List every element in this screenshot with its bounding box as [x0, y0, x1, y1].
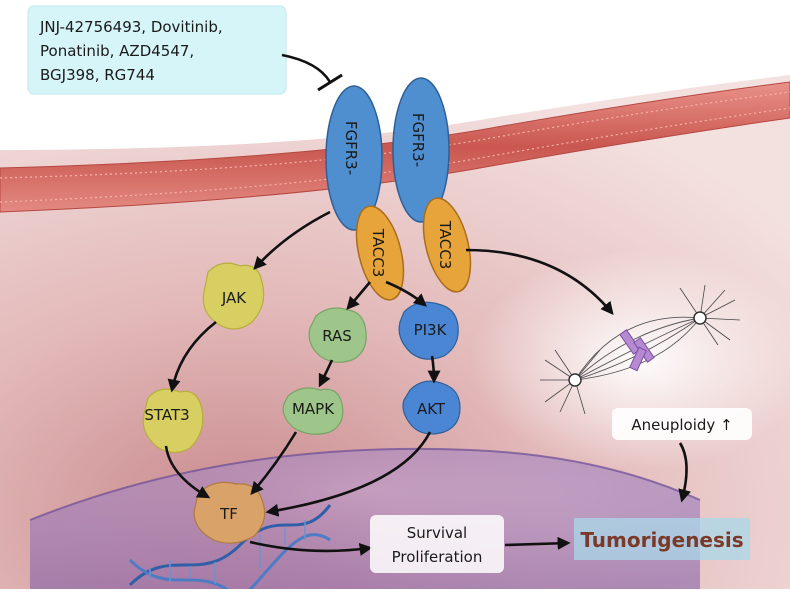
- stat3-label: STAT3: [144, 406, 189, 424]
- tacc3-domain: [355, 205, 405, 301]
- aneuploidy-label: Aneuploidy ↑: [631, 416, 732, 434]
- fgfr3-label: FGFR3-: [409, 113, 427, 167]
- ras-label: RAS: [322, 327, 352, 345]
- jak-label: JAK: [221, 289, 247, 307]
- inhibition-line: [281, 53, 332, 83]
- tacc3-domain: [422, 197, 472, 293]
- fgfr3-label: FGFR3-: [342, 121, 360, 175]
- survival-proliferation-box: Survival Proliferation: [370, 515, 504, 573]
- fgfr3-domain: [325, 85, 383, 231]
- stat3-node: STAT3: [142, 388, 204, 454]
- inhibitor-line-3: BGJ398, RG744: [40, 66, 155, 84]
- inhibition-bar: [317, 73, 343, 92]
- inhibitor-line-2: Ponatinib, AZD4547,: [40, 42, 194, 60]
- fgfr3-domain: [392, 77, 450, 223]
- tf-node: TF: [193, 481, 266, 544]
- akt-label: AKT: [417, 400, 446, 418]
- ras-node: RAS: [308, 307, 367, 363]
- proliferation-label: Proliferation: [392, 548, 483, 566]
- akt-node: AKT: [402, 380, 461, 435]
- pi3k-node: PI3K: [398, 301, 459, 360]
- inhibitor-line-1: JNJ-42756493, Dovitinib,: [39, 18, 223, 36]
- jak-node: JAK: [202, 262, 265, 330]
- nucleus: [30, 448, 700, 589]
- aneuploidy-box: Aneuploidy ↑: [612, 408, 752, 440]
- fgfr3-tacc3-receptor-1: FGFR3- TACC3: [325, 85, 405, 301]
- fgfr3-tacc3-receptor-2: FGFR3- TACC3: [392, 77, 472, 293]
- tumorigenesis-box: Tumorigenesis: [574, 518, 750, 560]
- pathway-arrows: [164, 210, 691, 556]
- tacc3-label: TACC3: [436, 220, 454, 270]
- inhibitor-box: JNJ-42756493, Dovitinib, Ponatinib, AZD4…: [27, 5, 287, 95]
- mitotic-spindle: [540, 284, 741, 415]
- dna-helix: [128, 504, 332, 594]
- pi3k-label: PI3K: [414, 321, 448, 339]
- tf-label: TF: [219, 505, 238, 523]
- mapk-node: MAPK: [282, 387, 344, 435]
- tumorigenesis-label: Tumorigenesis: [580, 528, 743, 552]
- mapk-label: MAPK: [292, 400, 335, 418]
- survival-label: Survival: [407, 524, 467, 542]
- tacc3-label: TACC3: [369, 228, 387, 278]
